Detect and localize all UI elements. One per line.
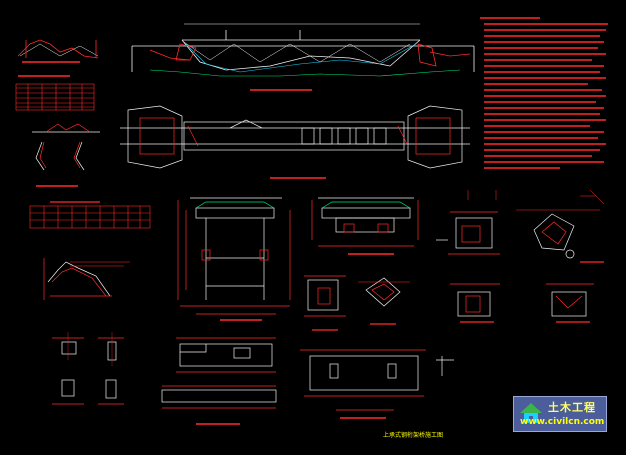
- beam-elevation: [161, 337, 277, 425]
- connection-details: [304, 275, 410, 331]
- small-member-details: [52, 332, 124, 405]
- dimension-ticks: [467, 189, 605, 205]
- left-middle-table: [29, 201, 151, 229]
- cross-section-a: [177, 197, 291, 321]
- watermark-logo[interactable]: 土木工程 www.civilcn.com: [513, 396, 607, 432]
- abutment-elevation: [300, 349, 454, 419]
- top-left-arch-sketch: [17, 39, 99, 63]
- watermark-url-text: www.civilcn.com: [520, 417, 605, 427]
- drawing-title: 上承式钢桁架桥施工图: [383, 432, 444, 439]
- bridge-elevation: [131, 23, 475, 91]
- house-icon: [520, 403, 542, 423]
- cross-section-b: [311, 197, 419, 255]
- left-embankment-sketch: [43, 258, 130, 300]
- bridge-plan: [120, 105, 470, 179]
- top-left-table: [15, 75, 95, 111]
- left-pier-sketch: [32, 123, 100, 187]
- watermark-brand-text: 土木工程: [548, 401, 596, 414]
- general-notes-block: [480, 17, 608, 169]
- node-details-right: [436, 209, 604, 323]
